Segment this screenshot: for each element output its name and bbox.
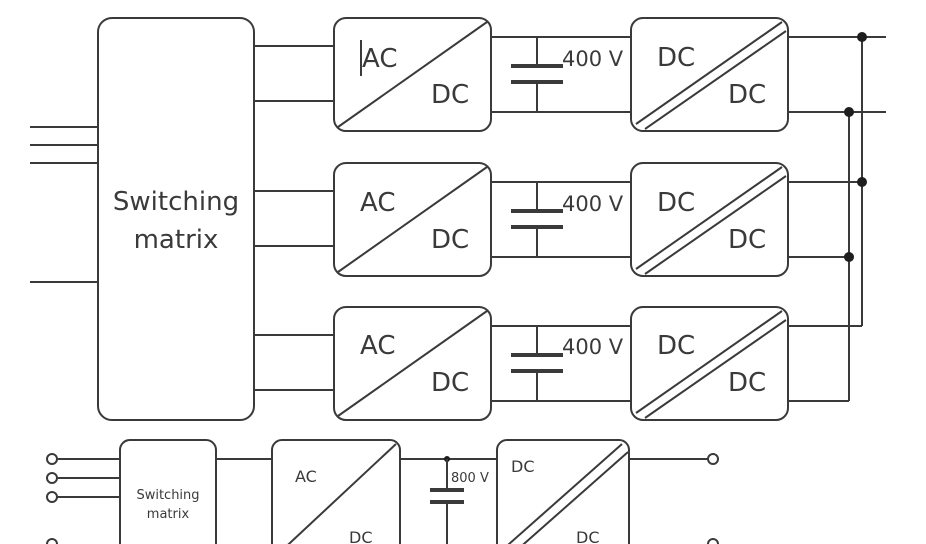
bottom-matrix-label-line1: Switching: [136, 488, 199, 503]
dcdc-3-output-label: DC: [728, 368, 766, 398]
dcdc-2-input-label: DC: [657, 188, 695, 218]
bottom-dcdc-input-label: DC: [511, 457, 535, 476]
top-matrix-label-line2: matrix: [134, 225, 219, 255]
acdc-diagonal-1: [337, 21, 488, 128]
dc-link-voltage-2: 400 V: [562, 192, 624, 216]
acdc-3-dc-label: DC: [431, 368, 469, 398]
dc-link-voltage-1: 400 V: [562, 47, 624, 71]
stage-2: AC DC 400 V DC DC: [333, 162, 789, 277]
bottom-acdc-ac-label: AC: [295, 467, 317, 486]
dc-link-voltage-3: 400 V: [562, 335, 624, 359]
stage-1: AC DC 400 V DC DC: [333, 17, 789, 132]
acdc-2-ac-label: AC: [360, 188, 395, 218]
top-matrix-to-acdc-wires: [254, 45, 334, 391]
top-output-bus: [788, 32, 886, 402]
bottom-acdc-dc-label: DC: [349, 528, 373, 544]
dcdc-1-output-label: DC: [728, 80, 766, 110]
acdc-3-ac-label: AC: [360, 331, 395, 361]
acdc-2-dc-label: DC: [431, 225, 469, 255]
bottom-switching-matrix: [119, 439, 217, 544]
acdc-1-dc-label: DC: [431, 80, 469, 110]
bottom-diagram: Switching matrix AC DC 800 V DC DC: [46, 439, 719, 544]
stage-3: AC DC 400 V DC DC: [333, 306, 789, 421]
dcdc-2-output-label: DC: [728, 225, 766, 255]
bottom-acdc-converter: [271, 439, 401, 544]
top-input-lines: [30, 126, 98, 283]
dcdc-1-input-label: DC: [657, 43, 695, 73]
top-matrix-label-line1: Switching: [113, 187, 239, 217]
acdc-1-ac-label: AC: [362, 44, 397, 74]
top-switching-matrix: [97, 17, 255, 421]
dcdc-3-input-label: DC: [657, 331, 695, 361]
bottom-matrix-label-line2: matrix: [147, 507, 190, 522]
bottom-dc-link-voltage: 800 V: [451, 471, 489, 486]
bottom-dcdc-output-label: DC: [576, 528, 600, 544]
